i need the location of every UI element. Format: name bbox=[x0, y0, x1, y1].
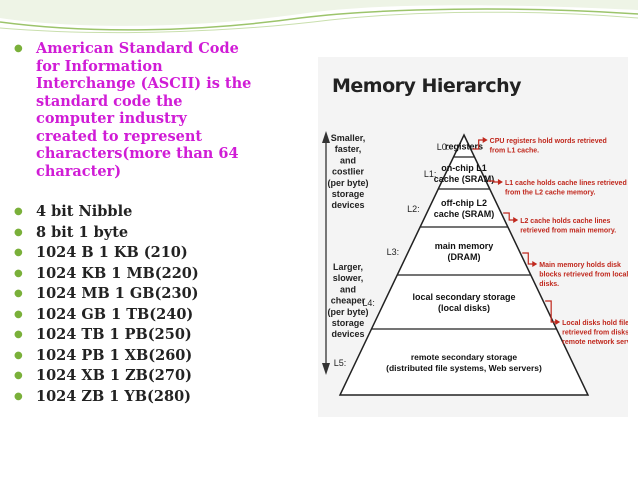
level-text: main memory bbox=[435, 241, 494, 251]
note-text: Main memory holds disk bbox=[539, 262, 621, 269]
side-label-top: costlier bbox=[332, 167, 365, 177]
level-label: L5: bbox=[334, 358, 347, 368]
unit-text: 1024 TB 1 PB(250) bbox=[36, 326, 192, 343]
level-text: off-chip L2 bbox=[441, 198, 487, 208]
unit-text: 1024 PB 1 XB(260) bbox=[36, 346, 193, 364]
note-text: from L1 cache. bbox=[490, 148, 539, 155]
side-label-bottom: and bbox=[340, 284, 356, 294]
bullet-icon: ● bbox=[14, 43, 23, 54]
figure-title: Memory Hierarchy bbox=[332, 75, 522, 97]
note-arrow bbox=[472, 139, 485, 150]
unit-text: 8 bit 1 byte bbox=[36, 223, 129, 241]
unit-text: 1024 B 1 KB (210) bbox=[36, 244, 188, 261]
unit-text: 1024 MB 1 GB(230) bbox=[36, 285, 199, 302]
side-label-bottom: devices bbox=[331, 329, 364, 339]
unit-bullet: ● 4 bit Nibble bbox=[14, 202, 314, 223]
units-list: ● 4 bit Nibble ● 8 bit 1 byte ● 1024 B 1 KB (… bbox=[14, 202, 314, 407]
side-label-top: (per byte) bbox=[327, 178, 368, 188]
unit-bullet: ● 1024 ZB 1 YB(280) bbox=[14, 387, 314, 408]
side-label-top: devices bbox=[331, 200, 364, 210]
level-text: (DRAM) bbox=[448, 252, 481, 262]
note-arrow bbox=[503, 212, 516, 221]
unit-bullet: ● 1024 GB 1 TB(240) bbox=[14, 305, 314, 326]
note-text: CPU registers hold words retrieved bbox=[490, 138, 607, 145]
unit-text: 1024 XB 1 ZB(270) bbox=[36, 367, 192, 384]
level-text: (distributed file systems, Web servers) bbox=[386, 363, 542, 373]
note-arrow-head bbox=[555, 319, 561, 325]
ascii-text: American Standard Code for Information I… bbox=[36, 40, 252, 180]
bullet-icon: ● bbox=[14, 288, 23, 299]
top-swoosh-decoration bbox=[0, 0, 638, 34]
side-label-bottom: cheaper bbox=[331, 296, 366, 306]
note-arrow bbox=[545, 300, 558, 323]
unit-bullet: ● 1024 TB 1 PB(250) bbox=[14, 325, 314, 346]
side-label-bottom: (per byte) bbox=[327, 307, 368, 317]
side-label-top: Smaller, bbox=[331, 133, 366, 143]
unit-bullet: ● 1024 KB 1 MB(220) bbox=[14, 264, 314, 285]
unit-bullet: ● 1024 MB 1 GB(230) bbox=[14, 284, 314, 305]
unit-bullet: ● 1024 XB 1 ZB(270) bbox=[14, 366, 314, 387]
level-text: cache (SRAM) bbox=[434, 209, 495, 219]
unit-bullet: ● 1024 PB 1 XB(260) bbox=[14, 346, 314, 367]
bullet-icon: ● bbox=[14, 247, 23, 258]
note-arrow-head bbox=[497, 179, 503, 185]
note-text: L2 cache holds cache lines bbox=[520, 218, 610, 225]
bullet-icon: ● bbox=[14, 206, 23, 217]
level-label: L3: bbox=[387, 247, 400, 257]
bullet-icon: ● bbox=[14, 370, 23, 381]
side-label-bottom: Larger, bbox=[333, 262, 363, 272]
unit-text: 4 bit Nibble bbox=[36, 203, 133, 220]
bullet-icon: ● bbox=[14, 349, 23, 361]
side-label-top: storage bbox=[332, 189, 365, 199]
note-arrow bbox=[522, 252, 535, 265]
note-text: blocks retrieved from local bbox=[539, 272, 628, 279]
note-text: disks. bbox=[539, 281, 559, 288]
bullet-icon: ● bbox=[14, 226, 23, 238]
note-text: retrieved from main memory. bbox=[520, 228, 616, 235]
bullet-icon: ● bbox=[14, 390, 23, 402]
bullet-list: ● American Standard Code for Information… bbox=[14, 40, 314, 407]
unit-text: 1024 KB 1 MB(220) bbox=[36, 264, 199, 282]
level-text: (local disks) bbox=[438, 303, 490, 313]
side-label-bottom: slower, bbox=[333, 273, 364, 283]
note-arrow-head bbox=[532, 261, 538, 267]
level-label: L0: bbox=[437, 142, 450, 152]
arrow-head-down bbox=[322, 363, 330, 375]
note-text: retrieved from disks on bbox=[562, 330, 628, 337]
note-arrow-head bbox=[482, 137, 488, 143]
ascii-bullet: ● American Standard Code for Information… bbox=[14, 40, 314, 180]
unit-bullet: ● 8 bit 1 byte bbox=[14, 223, 314, 244]
unit-bullet: ● 1024 B 1 KB (210) bbox=[14, 243, 314, 264]
unit-text: 1024 GB 1 TB(240) bbox=[36, 305, 194, 323]
level-text: registers bbox=[445, 142, 483, 152]
side-label-bottom: storage bbox=[332, 318, 365, 328]
level-text: on-chip L1 bbox=[441, 163, 487, 173]
level-text: local secondary storage bbox=[412, 292, 515, 302]
bullet-icon: ● bbox=[14, 267, 23, 279]
note-arrow bbox=[487, 180, 500, 183]
level-text: remote secondary storage bbox=[411, 352, 518, 362]
note-text: remote network servers. bbox=[562, 339, 628, 346]
bullet-icon: ● bbox=[14, 308, 23, 320]
side-label-top: faster, bbox=[335, 144, 362, 154]
bullet-icon: ● bbox=[14, 329, 23, 340]
level-label: L4: bbox=[362, 298, 375, 308]
note-text: from the L2 cache memory. bbox=[505, 190, 596, 197]
side-label-top: and bbox=[340, 155, 356, 165]
level-text: cache (SRAM) bbox=[434, 174, 495, 184]
note-arrow-head bbox=[513, 217, 519, 223]
level-label: L2: bbox=[407, 204, 420, 214]
note-text: Local disks hold files bbox=[562, 320, 628, 327]
pyramid-outline bbox=[338, 133, 590, 396]
unit-text: 1024 ZB 1 YB(280) bbox=[36, 387, 192, 405]
arrow-head-up bbox=[322, 131, 330, 143]
note-text: L1 cache holds cache lines retrieved bbox=[505, 180, 627, 187]
level-label: L1: bbox=[424, 169, 437, 179]
